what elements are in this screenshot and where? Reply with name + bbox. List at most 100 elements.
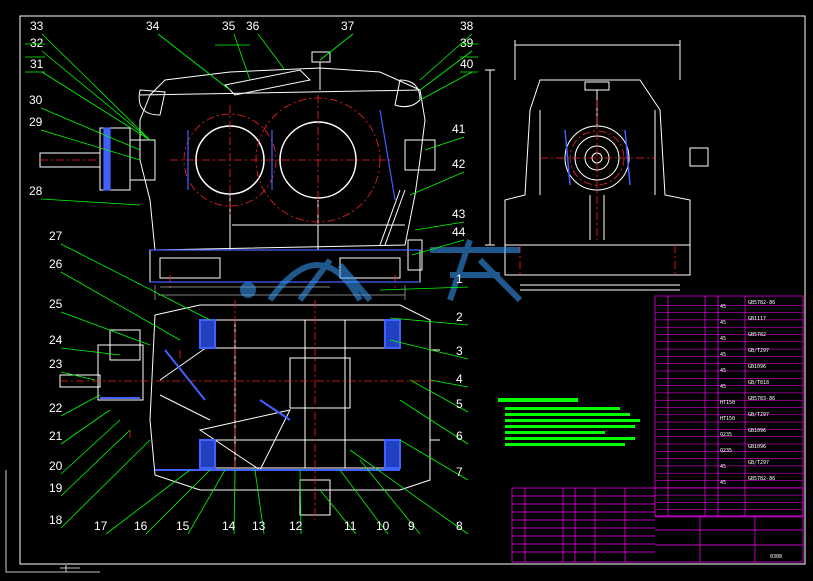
table-cell-material: HT150: [720, 400, 735, 406]
callout-41: 41: [452, 122, 466, 136]
side-view-centerlines: [519, 100, 676, 275]
callout-1: 1: [456, 272, 463, 286]
leader-line-41: [424, 136, 465, 151]
callout-3: 3: [456, 344, 463, 358]
callout-11: 11: [344, 519, 357, 533]
callout-7: 7: [456, 465, 463, 479]
callout-leader-lines: [40, 33, 473, 535]
table-cell-standard: GB1096: [748, 428, 766, 434]
leader-line-2: [389, 317, 469, 326]
leader-line-37: [319, 33, 354, 61]
top-view-hatching: [100, 319, 401, 471]
leader-line-4: [429, 379, 469, 388]
callout-39: 39: [460, 36, 474, 50]
table-cell-standard: GB/T818: [748, 380, 769, 386]
leader-line-10: [339, 469, 389, 535]
table-cell-material: Q235: [720, 432, 732, 438]
callout-4: 4: [456, 372, 463, 386]
table-cell-material: 45: [720, 304, 726, 310]
leader-line-25: [60, 311, 151, 346]
leader-line-44: [411, 239, 465, 256]
top-view: [59, 304, 440, 516]
table-cell-material: 45: [720, 320, 726, 326]
leader-line-35: [233, 33, 251, 81]
callout-22: 22: [49, 401, 63, 415]
table-cell-standard: GB/T297: [748, 412, 769, 418]
leader-line-22: [60, 394, 101, 417]
leader-line-32: [41, 50, 151, 141]
callout-34: 34: [146, 19, 160, 33]
callout-15: 15: [176, 519, 190, 533]
callout-6: 6: [456, 429, 463, 443]
ucs-icon: [5, 470, 100, 573]
leader-line-26: [60, 271, 181, 341]
callout-43: 43: [452, 207, 466, 221]
leader-line-33: [41, 33, 151, 141]
callout-36: 36: [246, 19, 260, 33]
callout-26: 26: [49, 257, 63, 271]
callout-16: 16: [134, 519, 148, 533]
callout-20: 20: [49, 459, 63, 473]
front-view-hatching: [103, 109, 420, 283]
callout-23: 23: [49, 357, 63, 371]
table-cell-standard: GB/T297: [748, 348, 769, 354]
callout-12: 12: [289, 519, 303, 533]
callout-44: 44: [452, 225, 466, 239]
leader-line-16: [145, 469, 211, 535]
parts-table-rows: GB5782-86GB1117GB5782GB/T297GB1096GB/T81…: [655, 300, 803, 518]
callout-32: 32: [30, 36, 44, 50]
callout-17: 17: [94, 519, 108, 533]
table-cell-standard: GB5782-86: [748, 476, 775, 482]
leader-line-13: [254, 469, 265, 535]
table-cell-standard: GB1096: [748, 444, 766, 450]
leader-line-30: [40, 107, 141, 151]
leader-line-28: [40, 198, 141, 206]
table-cell-standard: GB1117: [748, 316, 766, 322]
callout-35: 35: [222, 19, 236, 33]
leader-line-42: [409, 171, 465, 196]
leader-line-9: [359, 459, 421, 535]
leader-line-24: [60, 347, 121, 356]
callout-2: 2: [456, 310, 463, 324]
callout-19: 19: [49, 481, 63, 495]
leader-line-5: [409, 379, 469, 413]
table-cell-standard: GB/T297: [748, 460, 769, 466]
leader-line-11: [319, 489, 357, 535]
leader-line-12: [299, 469, 302, 535]
front-view-dimensions: [154, 285, 406, 300]
leader-line-1: [379, 286, 469, 291]
table-cell-material: 45: [720, 368, 726, 374]
table-cell-standard: GB5783-86: [748, 396, 775, 402]
technical-notes: [498, 398, 640, 446]
leader-line-36: [257, 33, 286, 71]
table-cell-material: HT150: [720, 416, 735, 422]
callout-28: 28: [29, 184, 43, 198]
table-cell-material: 45: [720, 480, 726, 486]
callout-31: 31: [30, 57, 44, 71]
callout-8: 8: [456, 519, 463, 533]
callout-30: 30: [29, 93, 43, 107]
callout-9: 9: [408, 519, 415, 533]
table-cell-standard: GB5782-86: [748, 300, 775, 306]
callout-13: 13: [252, 519, 266, 533]
callout-21: 21: [49, 429, 63, 443]
callout-18: 18: [49, 513, 63, 527]
leader-line-20: [60, 419, 121, 475]
table-cell-material: 45: [720, 352, 726, 358]
callout-5: 5: [456, 397, 463, 411]
leader-line-43: [414, 221, 465, 231]
leader-line-27: [60, 243, 211, 321]
callout-25: 25: [49, 297, 63, 311]
leader-line-7: [399, 439, 469, 481]
leader-line-8: [349, 449, 469, 535]
title-block-code: 0308: [770, 554, 782, 560]
leader-line-15: [187, 469, 226, 535]
leader-line-21: [60, 409, 111, 445]
table-cell-standard: GB5782: [748, 332, 766, 338]
leader-line-38: [419, 33, 473, 81]
callout-10: 10: [376, 519, 390, 533]
callout-brackets: [25, 43, 478, 73]
table-cell-standard: GB1096: [748, 364, 766, 370]
